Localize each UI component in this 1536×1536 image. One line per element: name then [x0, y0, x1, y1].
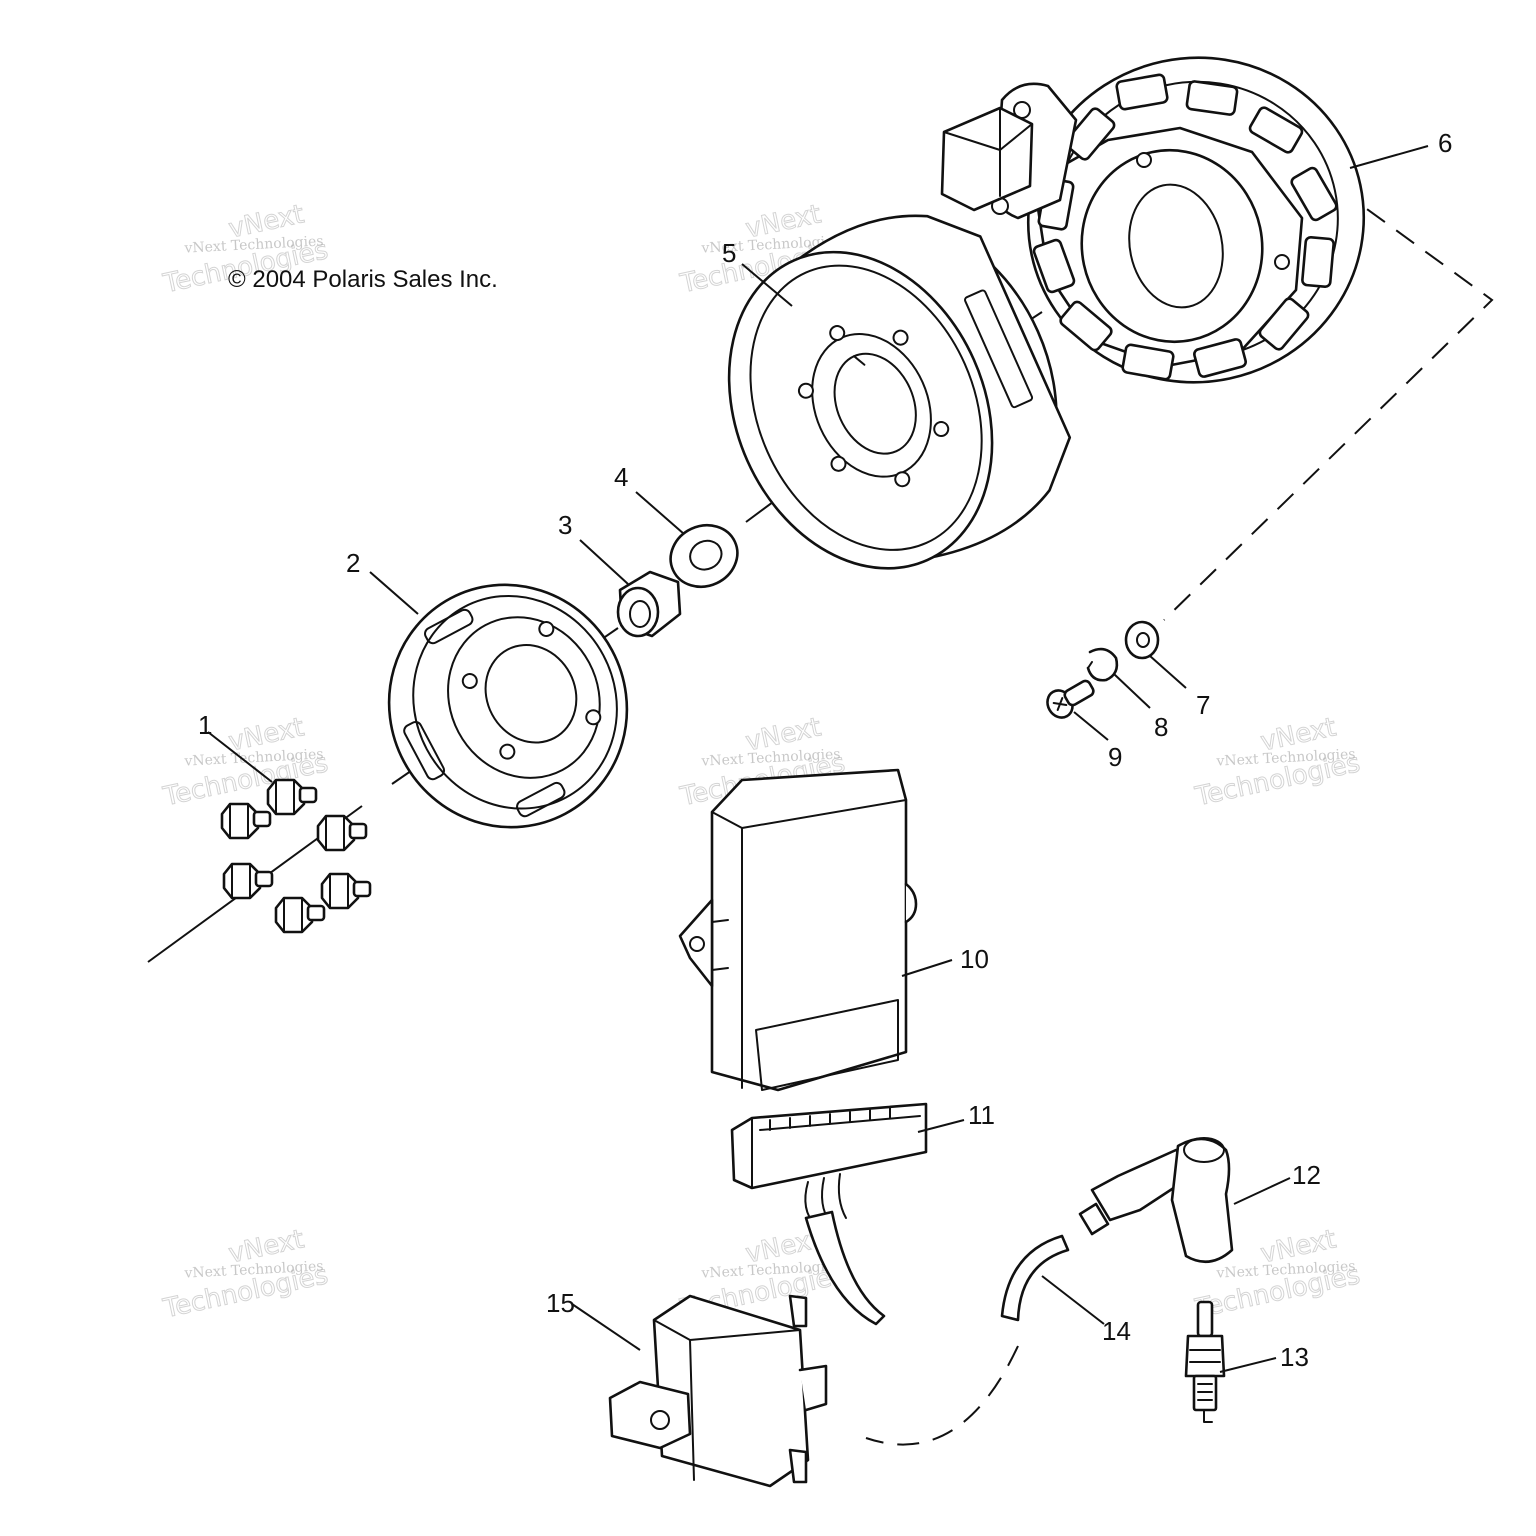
callout-6: 6	[1438, 128, 1452, 158]
watermark-mid-right: vNext vNext Technologies Technologies	[1192, 712, 1364, 813]
part-13-spark-plug	[1184, 1300, 1226, 1423]
part-15-ignition-coil	[608, 1294, 828, 1488]
part-4-washer	[669, 523, 739, 589]
leader-12	[1233, 1177, 1291, 1205]
svg-text:vNext Technologies: vNext Technologies	[700, 233, 841, 256]
callout-2: 2	[346, 548, 360, 578]
part-5-flywheel	[727, 214, 1072, 570]
svg-text:vNext Technologies: vNext Technologies	[183, 1258, 324, 1281]
callout-15: 15	[546, 1288, 575, 1318]
leader-10	[901, 959, 953, 977]
stator-pickup-bracket	[940, 82, 1078, 220]
part-1-flange-bolts	[220, 778, 372, 934]
callout-1: 1	[198, 710, 212, 740]
leader-3	[579, 539, 629, 585]
leader-15	[571, 1303, 641, 1351]
svg-text:vNext Technologies: vNext Technologies	[700, 746, 841, 769]
leader-2	[369, 571, 419, 615]
bolt	[220, 802, 272, 840]
callout-13: 13	[1280, 1342, 1309, 1372]
part-14-ignition-wire	[1000, 1234, 1070, 1322]
callout-9: 9	[1108, 742, 1122, 772]
bolt	[274, 896, 326, 934]
copyright-notice: © 2004 Polaris Sales Inc.	[228, 266, 498, 293]
bolt	[316, 814, 368, 852]
svg-text:vNext Technologies: vNext Technologies	[700, 1258, 841, 1281]
part-8-lock-washer	[1086, 647, 1119, 682]
svg-text:vNext Technologies: vNext Technologies	[183, 746, 324, 769]
callout-10: 10	[960, 944, 989, 974]
svg-text:vNext Technologies: vNext Technologies	[1215, 746, 1356, 769]
leader-6	[1349, 145, 1429, 169]
leader-8	[1113, 673, 1151, 709]
leader-4	[635, 491, 685, 535]
callout-12: 12	[1292, 1160, 1321, 1190]
leader-14	[1041, 1275, 1105, 1325]
bolt	[222, 862, 274, 900]
watermark-bottom-left: vNext vNext Technologies Technologies	[160, 1224, 332, 1325]
part-3-hex-nut	[616, 570, 682, 638]
leader-lines	[207, 145, 1429, 1373]
part-10-cdi-module	[678, 768, 918, 1092]
part-9-screw	[1046, 679, 1095, 719]
part-12-spark-plug-cap	[1078, 1137, 1234, 1264]
leader-5	[741, 263, 793, 307]
stator-pole-teeth	[1032, 73, 1338, 381]
leader-9	[1073, 711, 1109, 741]
part-2-starter-cup	[387, 583, 629, 829]
leader-11	[917, 1119, 965, 1133]
callout-11: 11	[968, 1100, 995, 1130]
callout-7: 7	[1196, 690, 1210, 720]
callout-5: 5	[722, 238, 736, 268]
callout-3: 3	[558, 510, 572, 540]
part-7-flat-washer	[1124, 620, 1160, 660]
callout-labels: 1 2 3 4 5 6 7 8 9 10 11 12 13 14 15	[198, 128, 1452, 1372]
callout-8: 8	[1154, 712, 1168, 742]
bolt	[266, 778, 318, 816]
callout-14: 14	[1102, 1316, 1131, 1346]
leader-13	[1219, 1357, 1277, 1373]
part-11-connector	[730, 1102, 928, 1326]
dashed-leader-stator-screws	[1163, 187, 1494, 621]
callout-4: 4	[614, 462, 628, 492]
leader-7	[1149, 655, 1187, 689]
svg-text:vNext Technologies: vNext Technologies	[183, 233, 324, 256]
leader-1	[207, 731, 273, 783]
part-6-stator	[940, 56, 1366, 384]
bolt	[320, 872, 372, 910]
dashed-leader-coil-wire	[865, 1345, 1019, 1446]
svg-text:vNext Technologies: vNext Technologies	[1215, 1258, 1356, 1281]
